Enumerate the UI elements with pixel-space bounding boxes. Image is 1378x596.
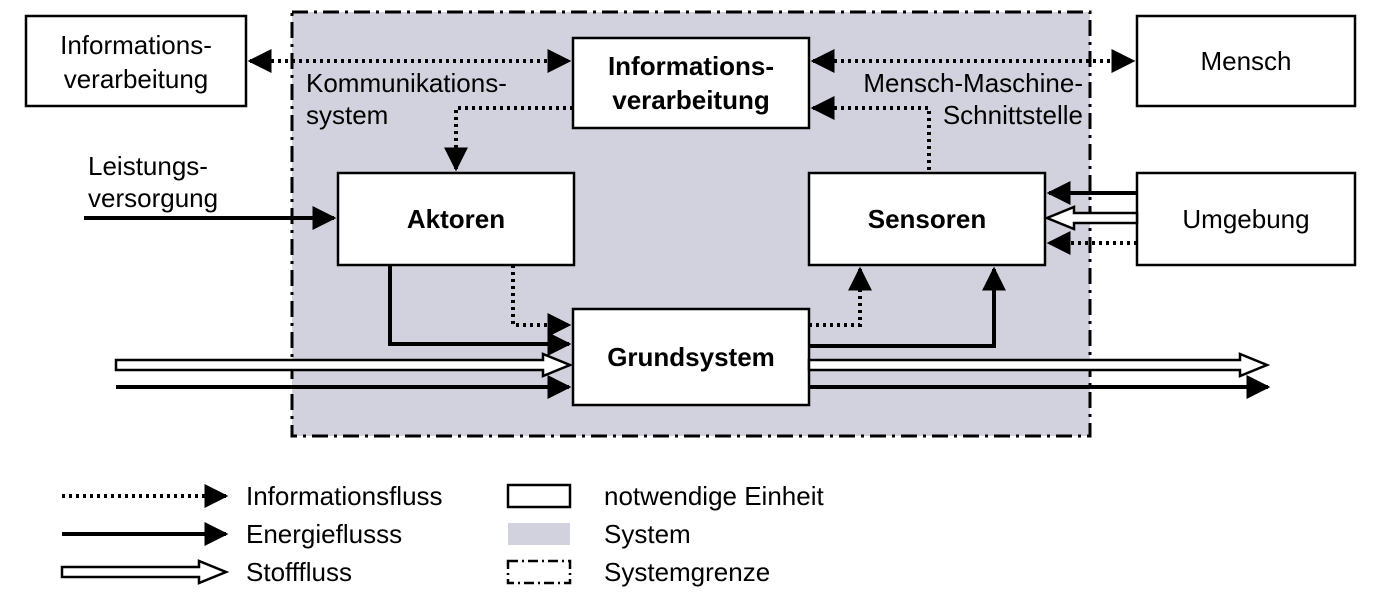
legend-unit-label: notwendige Einheit (604, 481, 824, 511)
legend-material-flow-sample (60, 559, 230, 585)
mensch-label: Mensch (1200, 46, 1291, 76)
info-external-line2: verarbeitung (64, 64, 209, 94)
mmi-line1: Mensch-Maschine- (863, 68, 1083, 98)
umgebung-label: Umgebung (1182, 204, 1309, 234)
material-flows (114, 205, 1271, 378)
grundsystem-box (571, 307, 811, 407)
material-flow-out (807, 352, 1271, 378)
umgebung-box (1135, 171, 1357, 267)
legend-material-flow-label: Stofffluss (246, 557, 352, 587)
info-external-box (24, 14, 248, 108)
grundsystem-label: Grundsystem (607, 342, 775, 372)
information-flows (247, 49, 1137, 337)
mmi-line2: Schnittstelle (943, 100, 1083, 130)
leistung-line2: versorgung (88, 183, 218, 213)
legend-energy-flow-label: Energieflusss (246, 519, 402, 549)
legend-system-label: System (604, 519, 691, 549)
sensoren-label: Sensoren (868, 204, 987, 234)
aktoren-label: Aktoren (407, 204, 505, 234)
legend-info-flow-label: Informationsfluss (246, 481, 443, 511)
leistung-line1: Leistungs- (88, 151, 208, 181)
kommunikation-line1: Kommunikations- (306, 68, 507, 98)
info-flow-grundsystem-to-sensoren (809, 266, 872, 327)
info-internal-line1: Informations- (608, 51, 774, 81)
material-flow-in (114, 352, 574, 378)
material-flow-umgebung-to-sensoren (1043, 205, 1139, 231)
aktoren-box (336, 171, 576, 267)
info-internal-line2: verarbeitung (612, 85, 770, 115)
energy-flow-aktoren-to-grundsystem (388, 265, 572, 356)
legend-unit-sample (506, 483, 572, 509)
mensch-box (1135, 14, 1357, 108)
legend-system-sample (508, 523, 570, 545)
energy-flow-grundsystem-to-sensoren (809, 266, 1006, 348)
legend-boundary-label: Systemgrenze (604, 557, 770, 587)
legend-boundary-sample (506, 559, 572, 585)
info-internal-box (571, 36, 811, 130)
legend: Informationsfluss Energieflusss Stoffflu… (60, 481, 824, 587)
info-external-line1: Informations- (60, 30, 212, 60)
sensoren-box (807, 171, 1047, 267)
kommunikation-line2: system (306, 100, 388, 130)
energy-flows (84, 181, 1271, 399)
